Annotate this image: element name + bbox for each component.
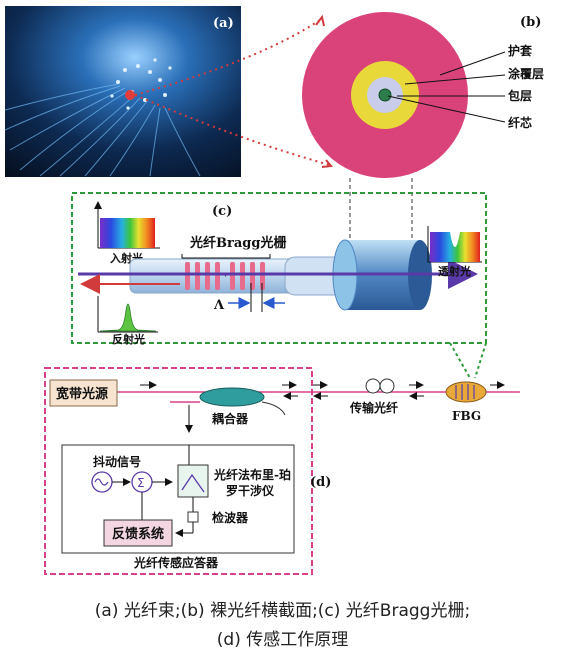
fbg-zoom-lines [449,342,487,379]
zoom-connector-lines [134,19,331,166]
panel-c-label: (c) [212,204,232,219]
incident-spectrum [100,218,155,248]
feedback-system [103,519,173,547]
layer-label-jacket: 护套 [508,43,533,58]
panel-b-label: (b) [520,15,541,30]
fiber-bundle-photo: (a) [4,6,241,177]
zoom-arrowhead-bottom [321,159,333,168]
caption-line-2: (d) 传感工作原理 [216,630,349,650]
layer-label-coating: 涂覆层 [508,66,544,81]
bragg-grating-panel: (c) 入射光 光纤Bragg光栅 [71,192,487,346]
reflected-spectrum [99,303,157,332]
grating-periods [185,262,265,290]
zoom-arrowhead-top [315,14,325,27]
feedback-label: 反馈系统 [112,526,164,542]
dither-label: 抖动信号 [93,454,141,469]
reflected-label: 反射光 [112,332,145,346]
coupler-label: 耦合器 [212,411,249,426]
transmitted-label: 透射光 [438,264,471,278]
transmission-fiber-label: 传输光纤 [349,400,398,415]
period-symbol: Λ [213,298,225,313]
layer-label-cladding: 包层 [507,88,532,103]
responder-border [44,367,313,575]
caption-line-1: (a) 光纤束;(b) 裸光纤横截面;(c) 光纤Bragg光栅; [94,601,471,621]
fbg-element [445,381,487,403]
sensing-principle-panel: 宽带光源 耦合器 传输光纤 FBG [44,367,520,575]
transmission-fiber-coil [379,378,395,394]
responder-label: 光纤传感应答器 [133,555,219,570]
coupler [199,387,265,407]
broadband-source [49,379,118,407]
grating-title: 光纤Bragg光栅 [189,235,286,251]
processing-box [61,444,295,554]
fbg-label: FBG [452,409,481,423]
panel-a-label: (a) [213,16,234,31]
sum-symbol: Σ [137,476,145,490]
section-guides [349,178,413,250]
interferometer-label-1: 光纤法布里-珀 [213,467,291,482]
panel-d-label: (d) [310,475,331,490]
detector [187,511,199,523]
detector-label: 检波器 [212,510,249,525]
interferometer-label-2: 罗干涉仪 [226,483,275,498]
panel-c-border [71,192,487,344]
core-layer [378,88,392,102]
layer-label-core: 纤芯 [508,115,532,130]
selected-fiber-marker [125,90,135,100]
fiber-cross-section: (b) 护套 涂覆层 包层 纤芯 [302,12,544,178]
source-label: 宽带光源 [55,386,108,402]
